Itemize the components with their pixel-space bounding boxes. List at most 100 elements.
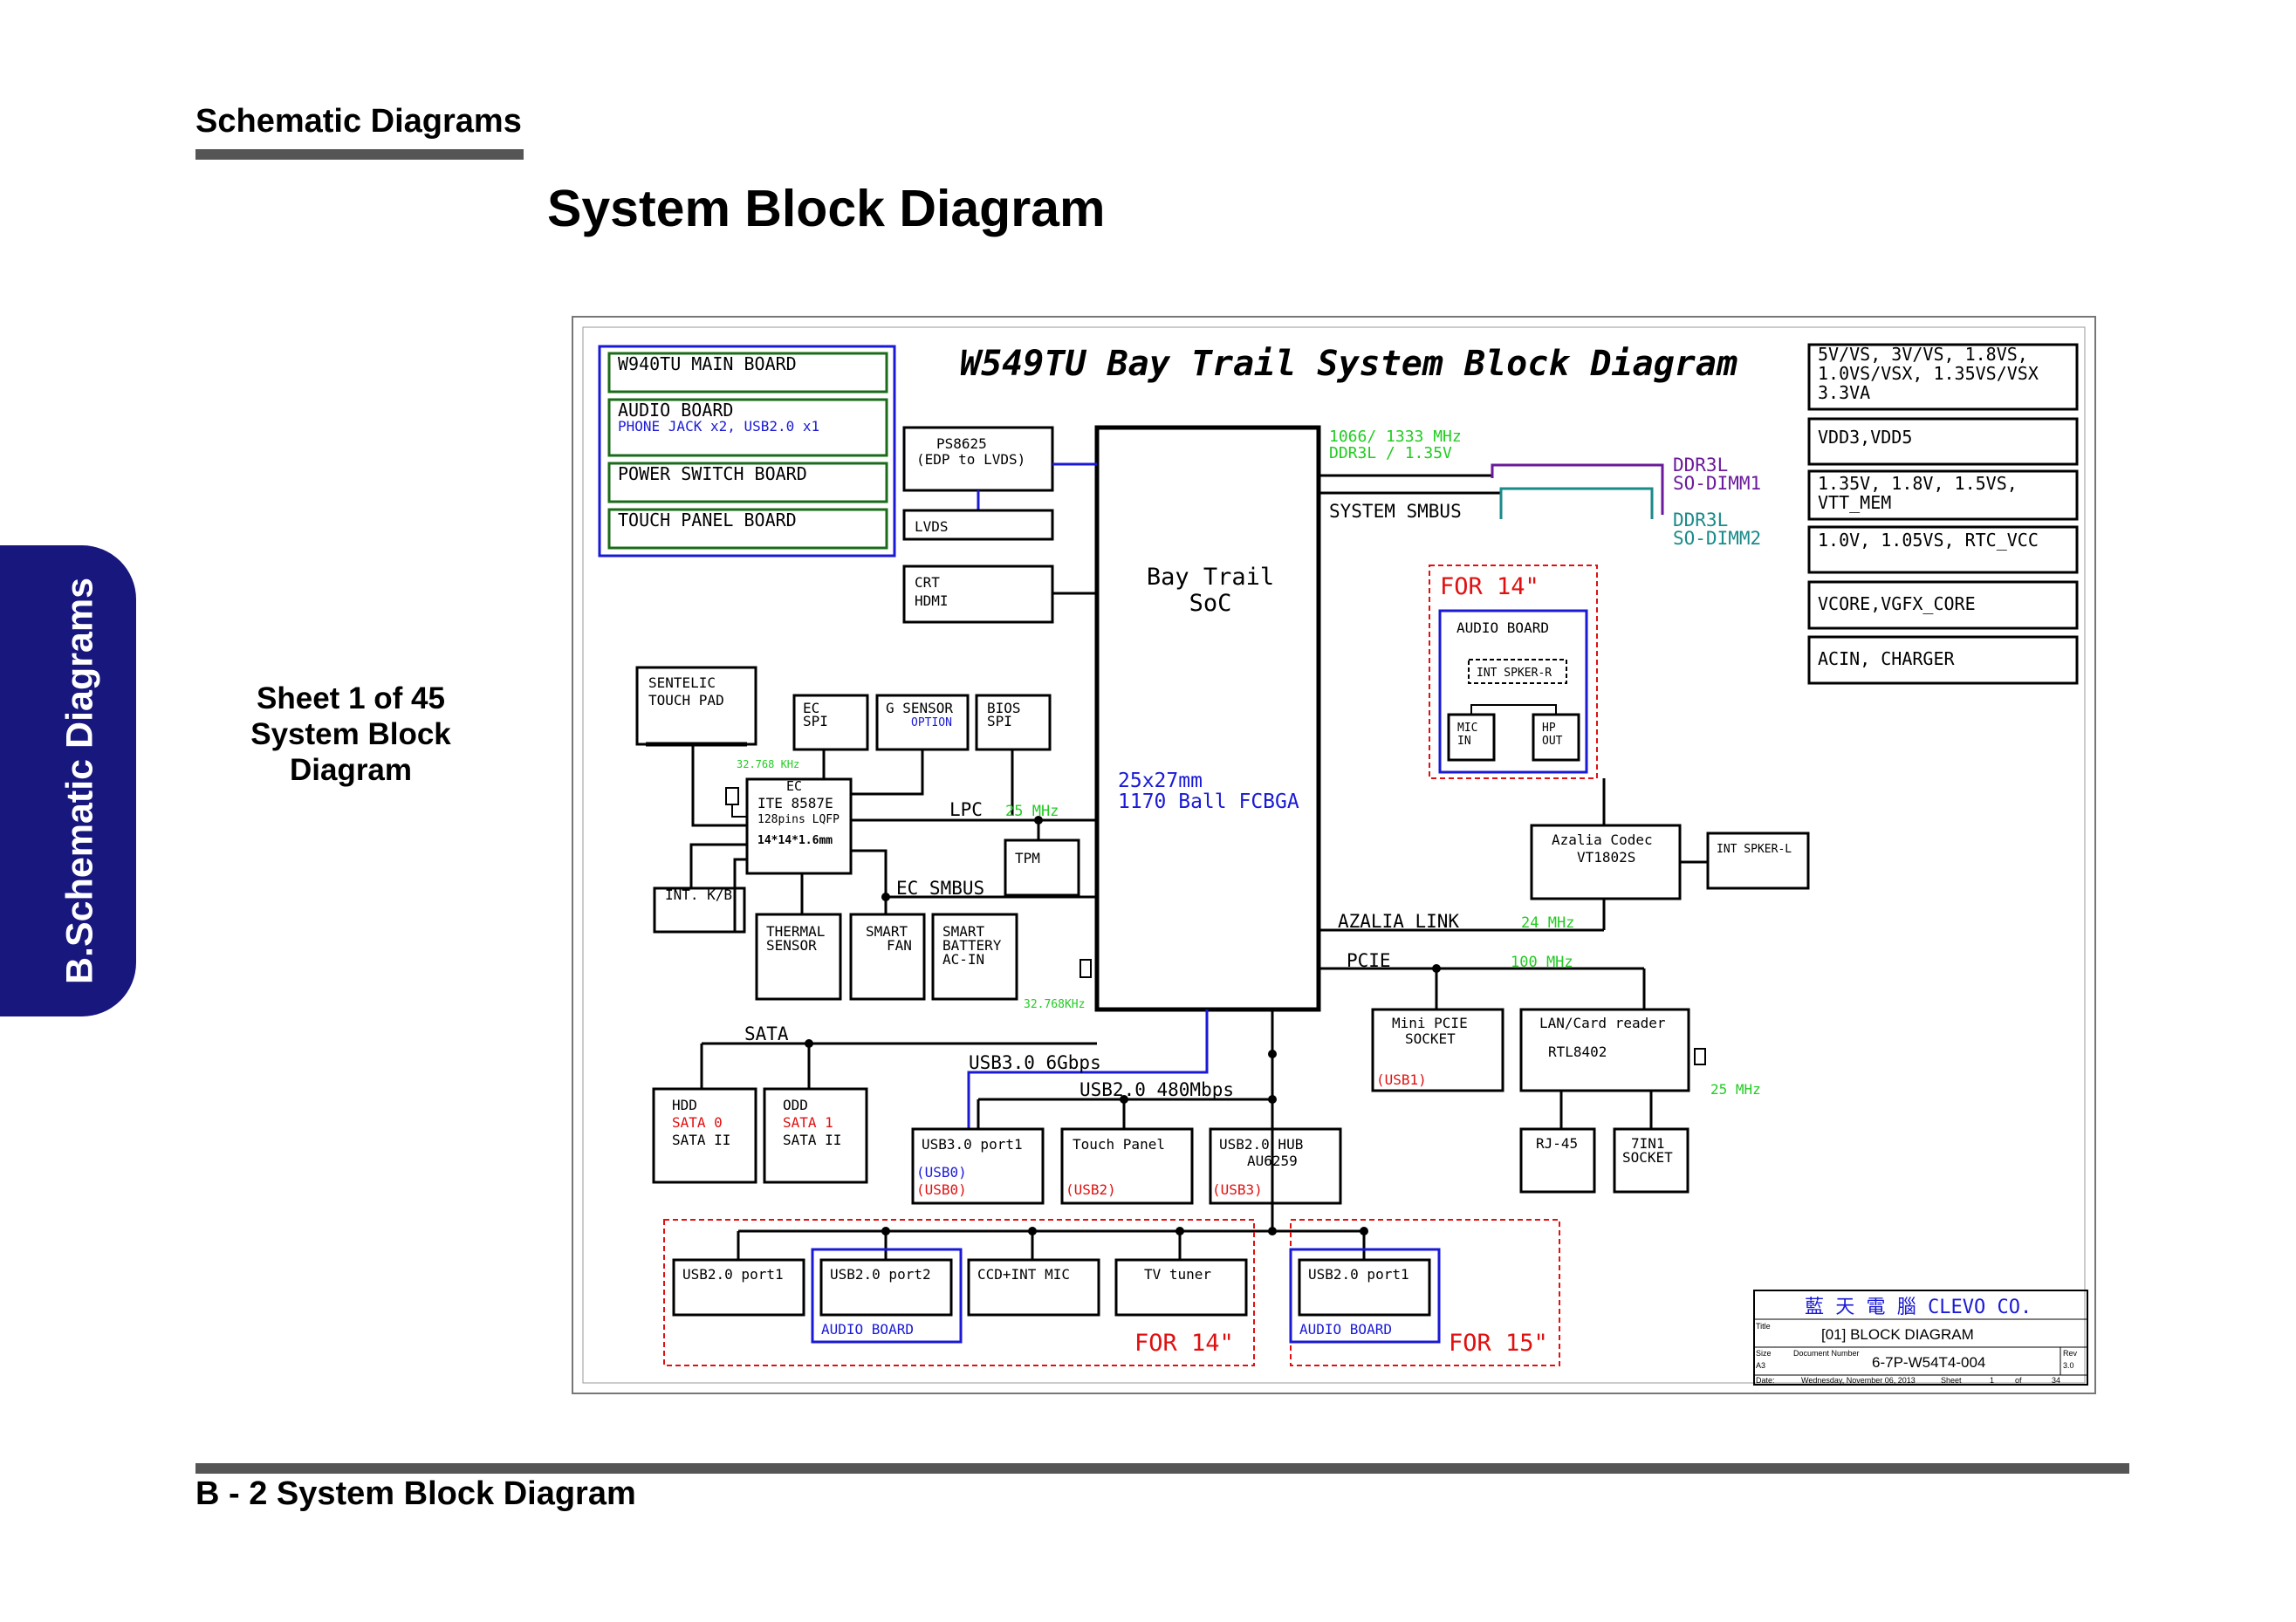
date-lbl: Date: xyxy=(1756,1376,1775,1385)
odd-box xyxy=(763,1087,868,1184)
dimm2-line-1: DDR3L xyxy=(1673,510,1728,530)
kb-label: INT. K/B xyxy=(665,886,732,903)
rj45-label: RJ-45 xyxy=(1536,1135,1578,1152)
sheet-value: 1 xyxy=(1990,1376,1994,1385)
dimm1-line-1: DDR3L xyxy=(1673,455,1728,476)
hdd-box xyxy=(652,1087,757,1184)
soc-pkg-1: 25x27mm xyxy=(1118,770,1203,792)
touchpad-line-2: TOUCH PAD xyxy=(648,692,724,708)
ec-spi-line-2: SPI xyxy=(803,713,828,729)
ec-xtal: 32.768 KHz xyxy=(737,758,799,770)
hub-port1-box xyxy=(672,1258,805,1317)
card-box xyxy=(1613,1127,1689,1194)
side-tab[interactable] xyxy=(0,545,136,1016)
spker-l-label: INT SPKER-L xyxy=(1717,843,1792,856)
touch-panel-label: Touch Panel xyxy=(1073,1136,1165,1153)
rev-lbl: Rev xyxy=(2063,1349,2078,1358)
usb3-port-usb0-b: (USB0) xyxy=(916,1181,967,1198)
audio-board-a-region xyxy=(811,1248,963,1344)
hdd-line-2: SATA 0 xyxy=(672,1114,723,1131)
hp-out-line-2: OUT xyxy=(1542,735,1563,748)
audio-board-b-region xyxy=(1289,1248,1441,1344)
diagram-title: W549TU Bay Trail System Block Diagram xyxy=(960,344,1737,384)
sata-label: SATA xyxy=(744,1023,789,1044)
power-rail-box-4 xyxy=(1807,525,2079,574)
sheet-lbl: Sheet xyxy=(1941,1376,1962,1385)
ec-spi-box xyxy=(792,694,869,751)
hub-junction-4 xyxy=(1268,1227,1277,1235)
ccd-box xyxy=(967,1258,1100,1317)
hdd-line-1: HDD xyxy=(672,1097,697,1113)
ec-smbus-label: EC SMBUS xyxy=(896,878,984,899)
spker-r-label: INT SPKER-R xyxy=(1477,667,1552,680)
section-header: Schematic Diagrams xyxy=(195,103,522,140)
odd-line-3: SATA II xyxy=(783,1132,841,1148)
azalia-freq: 24 MHz xyxy=(1521,914,1574,932)
frame-inner xyxy=(582,326,2086,1384)
rj45-box xyxy=(1519,1127,1596,1194)
lpc-label: LPC xyxy=(949,799,983,820)
usb-hub-line-1: USB2.0 HUB xyxy=(1219,1136,1303,1153)
thermal-box xyxy=(755,913,842,1001)
lan-crystal xyxy=(1694,1048,1706,1065)
hub-port1b-label: USB2.0 port1 xyxy=(1308,1266,1409,1283)
mini-pcie-usb: (USB1) xyxy=(1376,1071,1427,1088)
power-rail-text-5: 1.35V, 1.8V, 1.5VS, xyxy=(1818,473,2018,494)
main-board-box xyxy=(607,352,888,394)
tv-tuner-box xyxy=(1114,1258,1248,1317)
mini-pcie-box xyxy=(1371,1008,1504,1092)
ec-line-4: 14*14*1.6mm xyxy=(757,834,833,847)
ccd-label: CCD+INT MIC xyxy=(977,1266,1070,1283)
power-rail-text-2: 1.0VS/VSX, 1.35VS/VSX xyxy=(1818,363,2039,384)
touch-panel-board-box xyxy=(607,508,888,550)
for14-audio-board-box xyxy=(1438,609,1588,774)
ec-xtal-wire xyxy=(731,804,747,818)
fan-line-2: FAN xyxy=(887,937,912,954)
odd-line-2: SATA 1 xyxy=(783,1114,833,1131)
azalia-codec-line-1: Azalia Codec xyxy=(1552,832,1653,848)
crt-line-2: HDMI xyxy=(915,592,949,609)
ddr-type: DDR3L / 1.35V xyxy=(1329,444,1452,462)
bios-line-1: BIOS xyxy=(987,700,1021,716)
dimm2-line-2: SO-DIMM2 xyxy=(1673,528,1761,549)
spker-l-box xyxy=(1706,832,1810,890)
power-rail-box-2 xyxy=(1807,417,2079,466)
size-lbl: Size xyxy=(1756,1349,1772,1358)
lan-line-1: LAN/Card reader xyxy=(1539,1015,1666,1031)
power-rail-text-7: 1.0V, 1.05VS, RTC_VCC xyxy=(1818,530,2039,551)
usb-hub-box xyxy=(1209,1127,1342,1205)
soc-line-1: Bay Trail xyxy=(1147,564,1274,591)
battery-line-1: SMART xyxy=(942,923,985,940)
battery-line-3: AC-IN xyxy=(942,951,984,968)
for14-audio-region xyxy=(1429,565,1598,779)
ps8625-line-2: (EDP to LVDS) xyxy=(916,451,1025,468)
rev-value: 3.0 xyxy=(2063,1361,2074,1370)
title-value: [01] BLOCK DIAGRAM xyxy=(1821,1326,1974,1343)
gsensor-line-2: OPTION xyxy=(911,716,952,729)
frame-outer xyxy=(572,316,2096,1394)
sheet-line-2: System Block xyxy=(250,717,451,751)
soc-line-2: SoC xyxy=(1189,590,1232,617)
header-rule xyxy=(195,149,524,160)
dimm1-line-2: SO-DIMM1 xyxy=(1673,473,1761,494)
mic-in-line-2: IN xyxy=(1457,735,1471,748)
kb-box xyxy=(653,886,746,934)
lpc-freq: 25 MHz xyxy=(1005,803,1059,820)
soc-crystal xyxy=(1079,959,1092,978)
pcie-label: PCIE xyxy=(1347,950,1391,971)
usb3-port-usb0-a: (USB0) xyxy=(916,1164,967,1181)
audio-board-b-label: AUDIO BOARD xyxy=(1299,1321,1392,1338)
usb3-bus-label: USB3.0 6Gbps xyxy=(969,1052,1101,1073)
usb3-bus xyxy=(967,1009,1209,1129)
azalia-link-label: AZALIA LINK xyxy=(1338,911,1459,932)
mini-pcie-line-2: SOCKET xyxy=(1405,1030,1456,1047)
usb2-bus-label: USB2.0 480Mbps xyxy=(1079,1079,1234,1100)
lvds-label: LVDS xyxy=(915,518,949,535)
hub-port1b-box xyxy=(1298,1258,1431,1317)
doc-value: 6-7P-W54T4-004 xyxy=(1872,1354,1985,1371)
thermal-line-2: SENSOR xyxy=(766,937,817,954)
lan-freq: 25 MHz xyxy=(1710,1081,1761,1098)
for14-audio-tag: FOR 14" xyxy=(1440,573,1539,600)
for15-tag: FOR 15" xyxy=(1449,1330,1548,1357)
usb-hub-line-2: AU6259 xyxy=(1247,1153,1298,1169)
